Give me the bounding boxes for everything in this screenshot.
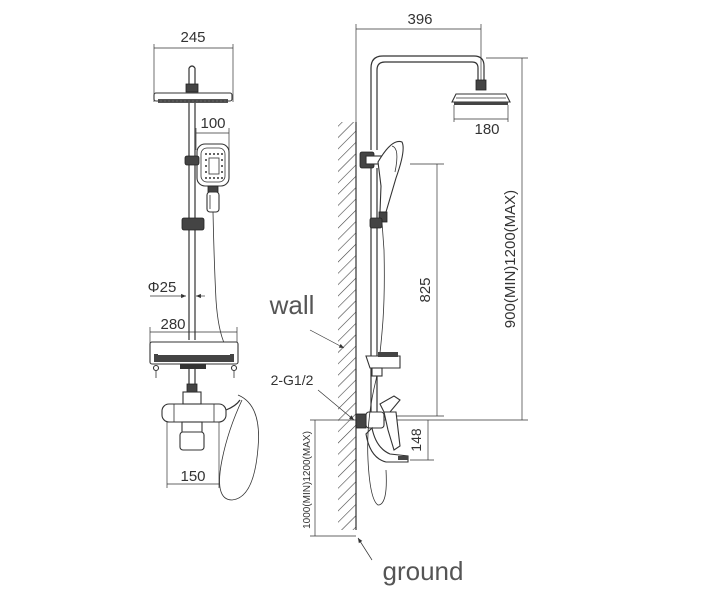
dim-projection: 396: [355, 11, 482, 122]
dim-spout-height: 148: [408, 420, 434, 461]
wall-label: wall: [269, 290, 315, 320]
dim-head-width: 245: [153, 29, 234, 102]
mount-height-label: 1000(MIN)1200(MAX): [302, 431, 313, 529]
shelf-side: [365, 352, 401, 377]
arm-connector: [185, 83, 199, 93]
ground-label: ground: [383, 556, 464, 586]
handheld-width-label: 100: [200, 115, 225, 132]
hose-loop-front: [219, 394, 259, 501]
handheld-front: [196, 143, 230, 213]
rain-head-side: 180: [451, 93, 511, 138]
dim-handheld-width: 100: [195, 115, 230, 150]
dim-pipe-diameter: Φ25: [148, 279, 205, 299]
projection-label: 396: [407, 11, 432, 28]
inlet-label: 2-G1/2: [271, 372, 314, 388]
slider-top: [184, 155, 200, 166]
spout-height-label: 148: [408, 428, 424, 452]
mixer-front: [161, 391, 241, 451]
head-width-label: 245: [180, 29, 205, 46]
handheld-side: [369, 140, 404, 229]
wall-hatch: [338, 122, 356, 530]
dim-height-range: 900(MIN)1200(MAX): [380, 57, 528, 421]
side-view: wall ground 396 180: [269, 11, 528, 586]
pipe-diameter-label: Φ25: [148, 279, 177, 296]
mixer-side: [355, 395, 409, 463]
bar-length-label: 825: [417, 277, 434, 302]
dim-mixer-width: 150: [166, 422, 220, 488]
rain-head-front: [153, 92, 233, 103]
slider-bracket: [181, 217, 205, 231]
hose-front-upper: [212, 211, 226, 346]
mixer-width-label: 150: [180, 468, 205, 485]
head-diameter-label: 180: [474, 121, 499, 138]
shelf-front: [149, 341, 239, 378]
dim-mount-height: 1000(MIN)1200(MAX): [302, 419, 356, 537]
shelf-width-label: 280: [160, 316, 185, 333]
height-range-label: 900(MIN)1200(MAX): [502, 190, 519, 328]
dim-shelf-width: 280: [149, 316, 238, 345]
dim-bar-length: 825: [390, 163, 444, 417]
front-view: 245 100: [148, 29, 259, 501]
